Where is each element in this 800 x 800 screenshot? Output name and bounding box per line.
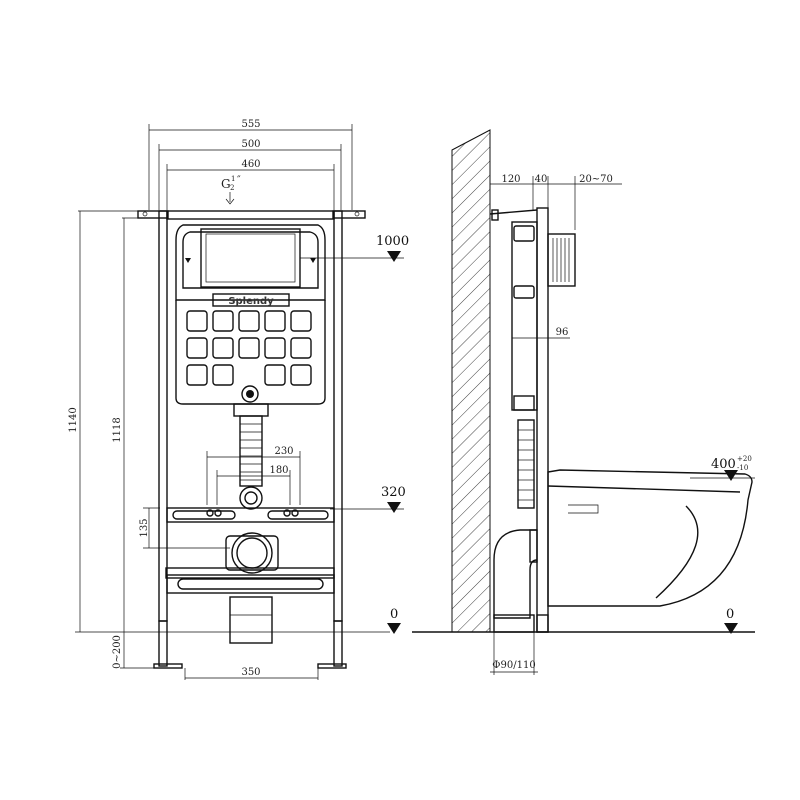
inlet-suffix: ″ [237, 175, 241, 186]
drain-bend [225, 535, 279, 571]
bolt-spacing-230: 230 [274, 446, 293, 457]
side-frame-upright [536, 207, 549, 633]
flush-pipe-coupling [233, 403, 269, 417]
toilet-bowl [547, 469, 753, 607]
inlet-fraction-den: 2 [230, 184, 234, 192]
bolt-spacing-180: 180 [269, 465, 288, 476]
inlet-fraction-num: 1 [231, 175, 235, 183]
left-top-bracket [137, 210, 169, 219]
flush-opening [200, 228, 301, 288]
inlet-arrow-icon [225, 192, 235, 205]
width-dim-500: 500 [241, 139, 260, 150]
foot-adjust-dim: 0~200 [112, 635, 123, 669]
bowl-tol-lower: -10 [737, 464, 748, 472]
brand-plate [212, 293, 290, 307]
foot-width-dim: 350 [241, 667, 260, 678]
top-dim-20-70: 20~70 [579, 174, 613, 185]
wall-hatch [451, 129, 491, 633]
outlet-valve [241, 385, 259, 403]
width-dim-555: 555 [241, 119, 260, 130]
top-dim-120: 120 [501, 174, 520, 185]
crossbar [166, 507, 335, 523]
level-320: 320 [381, 485, 406, 500]
cistern-outline [175, 224, 326, 301]
side-dim-135: 135 [139, 518, 150, 537]
level-1000: 1000 [376, 234, 409, 249]
bottom-plate [166, 574, 335, 594]
front-view: 555 500 460 G 1 2 ″ Splendy [68, 119, 409, 680]
inlet-label: G [221, 177, 231, 191]
flush-pipe [239, 415, 263, 487]
frame-feet [153, 620, 347, 669]
width-dim-460: 460 [241, 159, 260, 170]
level-0-front: 0 [390, 607, 398, 622]
cistern-pattern [186, 310, 312, 386]
flush-plate-side [547, 233, 576, 287]
height-dim-1118: 1118 [112, 417, 123, 442]
drain-outlet-pipe [229, 596, 273, 644]
bowl-tol-upper: +20 [737, 455, 752, 463]
top-dim-40: 40 [535, 174, 548, 185]
side-view: 120 40 20~70 96 [412, 129, 755, 675]
depth-dim-96: 96 [556, 327, 569, 338]
pipe-dim: Φ90/110 [492, 660, 535, 671]
height-dim-1140: 1140 [68, 407, 79, 432]
brand-label: Splendy [228, 296, 274, 307]
bowl-height: 400 [711, 457, 736, 472]
side-drain-outlet [493, 614, 535, 633]
side-flush-pipe [517, 419, 535, 509]
level-0-side: 0 [726, 607, 734, 622]
right-top-bracket [332, 210, 366, 219]
flush-outlet [239, 486, 263, 510]
side-cistern [511, 221, 538, 411]
